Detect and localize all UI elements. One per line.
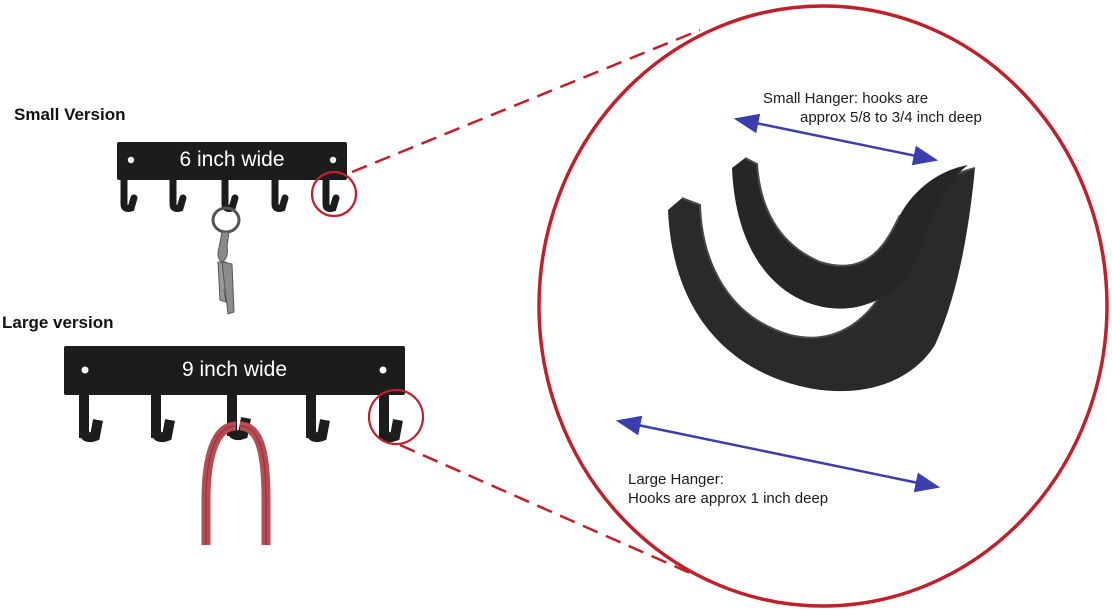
small-hanger-note-line1: Small Hanger: hooks are	[763, 90, 929, 107]
small-hook-callout-circle	[310, 170, 358, 218]
small-rack-hooks	[120, 174, 340, 212]
small-rack-screw-hole-left	[127, 156, 135, 164]
callout-connector-bottom	[399, 443, 691, 575]
key-ring-with-key	[211, 206, 241, 315]
small-hanger-profile	[732, 157, 968, 309]
large-hanger-depth-arrow	[615, 415, 941, 493]
large-rack-width-label: 9 inch wide	[181, 358, 288, 381]
large-rack-hooks	[79, 392, 403, 443]
small-hanger-depth-arrow	[733, 113, 939, 166]
small-rack-width-label: 6 inch wide	[179, 148, 285, 171]
small-key-rack	[117, 142, 347, 315]
large-hanger-note-line1: Large Hanger:	[628, 471, 724, 488]
large-rack-screw-hole-left	[81, 366, 89, 374]
small-version-heading: Small Version	[14, 105, 126, 124]
large-rack-screw-hole-right	[379, 366, 387, 374]
small-rack-screw-hole-right	[329, 156, 337, 164]
callout-connector-top	[351, 28, 701, 174]
large-hook-callout-circle	[367, 388, 425, 446]
large-key-rack	[64, 346, 405, 545]
large-version-heading: Large version	[2, 313, 114, 332]
small-hanger-note-line2: approx 5/8 to 3/4 inch deep	[800, 109, 982, 126]
large-hanger-note-line2: Hooks are approx 1 inch deep	[628, 490, 829, 507]
